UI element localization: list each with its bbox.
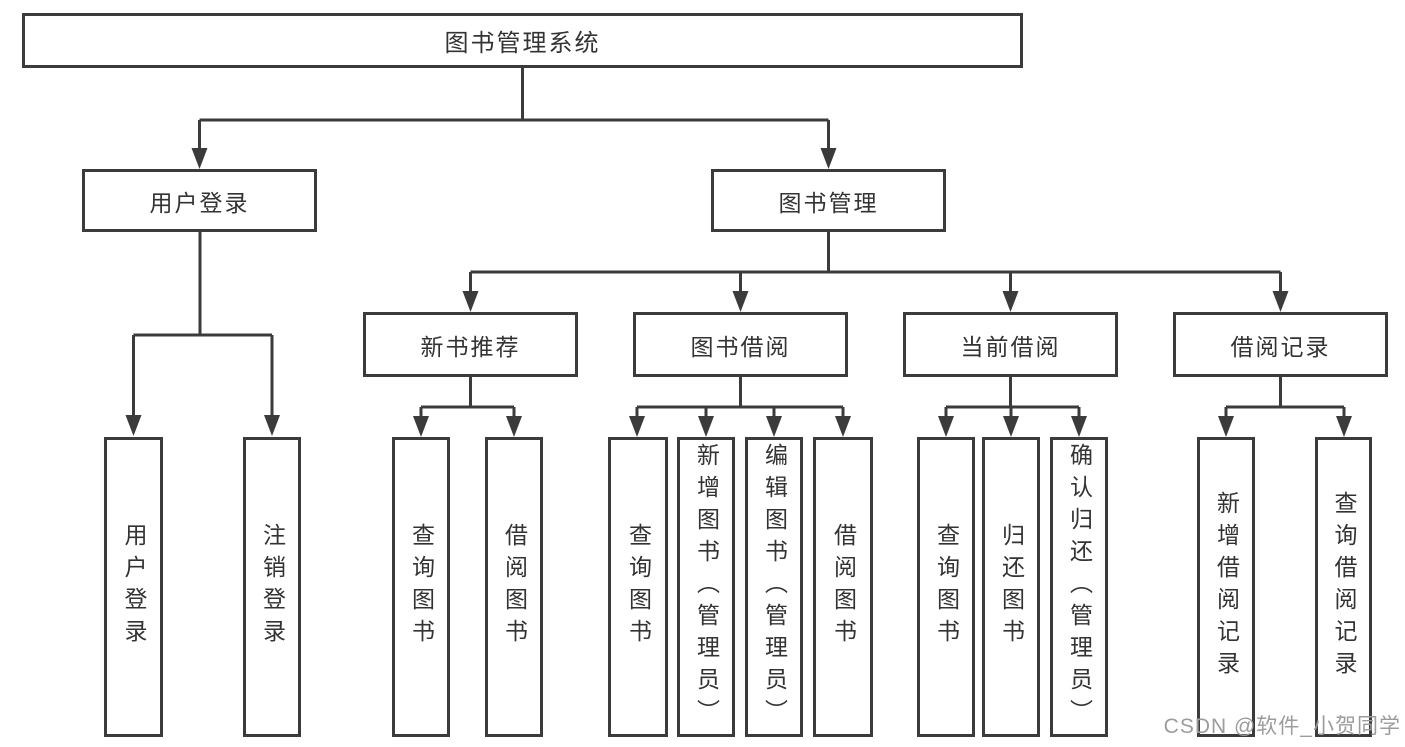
leaf-recommend-borrow-books: 借阅图书 <box>485 437 543 737</box>
node-root-label: 图书管理系统 <box>444 30 601 57</box>
leaf-recommend-query-books-label: 查询图书 <box>408 523 435 651</box>
leaf-query-borrow-record-label: 查询借阅记录 <box>1331 491 1357 683</box>
leaf-return-books-label: 归还图书 <box>998 523 1025 651</box>
node-root-library-system: 图书管理系统 <box>22 13 1023 68</box>
csdn-watermark: CSDN @软件_小贺同学 <box>1163 715 1401 738</box>
leaf-borrow-query-books: 查询图书 <box>608 437 668 737</box>
leaf-logout-label: 注销登录 <box>259 523 286 651</box>
node-book-management-label: 图书管理 <box>778 189 879 216</box>
node-borrow-record-label: 借阅记录 <box>1230 333 1331 360</box>
node-current-borrow: 当前借阅 <box>903 312 1118 377</box>
leaf-edit-books-admin-label: 编辑图书（管理员） <box>761 443 788 731</box>
node-user-login: 用户登录 <box>82 169 317 232</box>
node-book-borrow-label: 图书借阅 <box>690 333 791 360</box>
node-current-borrow-label: 当前借阅 <box>960 333 1061 360</box>
leaf-return-books: 归还图书 <box>982 437 1040 737</box>
leaf-edit-books-admin: 编辑图书（管理员） <box>745 437 803 737</box>
node-user-login-label: 用户登录 <box>149 189 250 216</box>
leaf-recommend-borrow-books-label: 借阅图书 <box>501 523 528 651</box>
leaf-confirm-return-admin: 确认归还（管理员） <box>1050 437 1108 737</box>
leaf-current-query-books: 查询图书 <box>917 437 975 737</box>
leaf-borrow-books: 借阅图书 <box>813 437 873 737</box>
node-book-management: 图书管理 <box>711 169 946 232</box>
node-new-book-recommend: 新书推荐 <box>363 312 578 377</box>
leaf-user-login: 用户登录 <box>104 437 163 737</box>
leaf-current-query-books-label: 查询图书 <box>933 523 960 651</box>
leaf-borrow-query-books-label: 查询图书 <box>625 523 652 651</box>
node-new-book-recommend-label: 新书推荐 <box>420 333 521 360</box>
leaf-confirm-return-admin-label: 确认归还（管理员） <box>1066 443 1093 731</box>
leaf-user-login-label: 用户登录 <box>121 523 147 651</box>
leaf-borrow-books-label: 借阅图书 <box>830 523 857 651</box>
leaf-add-books-admin-label: 新增图书（管理员） <box>693 443 720 731</box>
node-borrow-record: 借阅记录 <box>1173 312 1388 377</box>
leaf-recommend-query-books: 查询图书 <box>392 437 450 737</box>
node-book-borrow: 图书借阅 <box>633 312 848 377</box>
leaf-add-borrow-record: 新增借阅记录 <box>1197 437 1255 737</box>
leaf-query-borrow-record: 查询借阅记录 <box>1315 437 1372 737</box>
leaf-add-books-admin: 新增图书（管理员） <box>677 437 735 737</box>
leaf-logout: 注销登录 <box>243 437 301 737</box>
leaf-add-borrow-record-label: 新增借阅记录 <box>1213 491 1240 683</box>
